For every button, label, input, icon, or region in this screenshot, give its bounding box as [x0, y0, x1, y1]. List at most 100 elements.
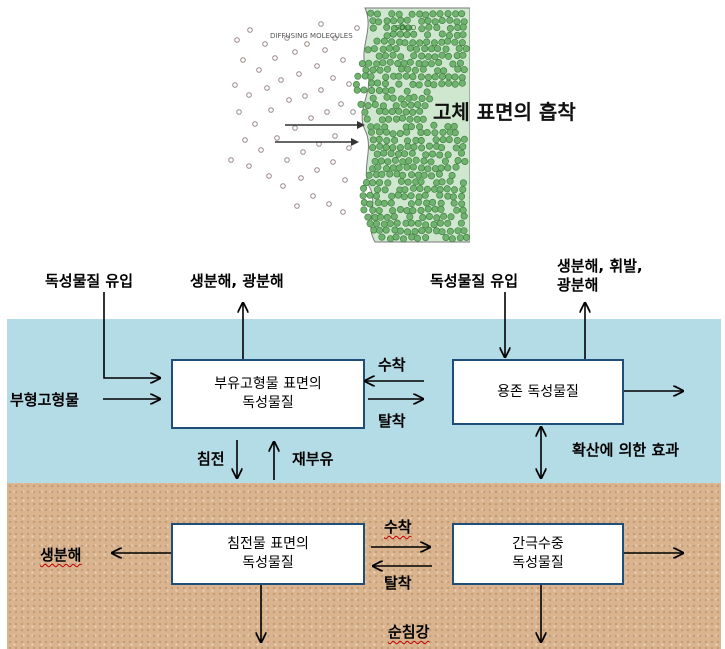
adsorbed-molecule	[421, 102, 429, 110]
adsorbed-molecule	[442, 234, 450, 242]
adsorbed-molecule	[391, 156, 399, 164]
adsorbed-molecule	[436, 151, 444, 159]
adsorbed-molecule	[406, 58, 414, 66]
adsorbed-molecule	[407, 219, 415, 227]
net-burial-label: 순침강	[388, 623, 430, 641]
adsorbed-molecule	[452, 144, 460, 152]
adsorbed-molecule	[447, 213, 455, 221]
adsorbed-molecule	[384, 65, 392, 73]
adsorbed-molecule	[377, 213, 385, 221]
adsorbed-molecule	[417, 178, 425, 186]
adsorbed-molecule	[429, 10, 437, 18]
adsorbed-molecule	[416, 39, 424, 47]
adsorbed-molecule	[364, 102, 372, 110]
adsorbed-molecule	[376, 128, 384, 136]
adsorbed-molecule	[427, 60, 435, 68]
adsorbed-molecule	[436, 191, 444, 199]
adsorbed-molecule	[430, 121, 438, 129]
adsorbed-molecule	[462, 45, 470, 53]
adsorbed-molecule	[366, 200, 374, 208]
adsorbed-molecule	[373, 37, 381, 45]
adsorbed-molecule	[423, 88, 431, 96]
adsorbed-molecule	[395, 72, 403, 80]
adsorbed-molecule	[414, 101, 422, 109]
adsorption-top-label: 수착	[378, 356, 406, 374]
adsorbed-molecule	[397, 177, 405, 185]
adsorbed-molecule	[427, 158, 435, 166]
illustration-title: 고체 표면의 흡착	[433, 100, 576, 124]
adsorbed-molecule	[411, 66, 419, 74]
adsorbed-molecule	[403, 31, 411, 39]
adsorbed-molecule	[444, 164, 452, 172]
adsorbed-molecule	[409, 108, 417, 116]
adsorbed-molecule	[451, 73, 459, 81]
adsorbed-molecule	[438, 80, 446, 88]
adsorbed-molecule	[460, 66, 468, 74]
adsorbed-molecule	[423, 129, 431, 137]
adsorbed-molecule	[404, 178, 412, 186]
diffusion-effect-label: 확산에 의한 효과	[572, 441, 680, 459]
adsorbed-molecule	[389, 130, 397, 138]
adsorbed-molecule	[415, 81, 423, 89]
adsorbed-molecule	[386, 44, 394, 52]
adsorbed-molecule	[438, 144, 446, 152]
adsorbed-molecule	[369, 94, 377, 102]
adsorbed-molecule	[421, 191, 429, 199]
adsorbed-molecule	[418, 227, 426, 235]
adsorbed-molecule	[389, 51, 397, 59]
adsorbed-molecule	[390, 17, 398, 25]
adsorbed-molecule	[381, 108, 389, 116]
suspended-solids-surface-box: 부유고형물 표면의 독성물질	[171, 359, 365, 429]
adsorbed-molecule	[403, 87, 411, 95]
adsorbed-molecule	[438, 228, 446, 236]
adsorbed-molecule	[367, 9, 375, 17]
adsorbed-molecule	[368, 128, 376, 136]
adsorbed-molecule	[376, 66, 384, 74]
adsorbed-molecule	[365, 59, 373, 67]
adsorbed-molecule	[369, 24, 377, 32]
adsorbed-molecule	[444, 151, 452, 159]
adsorbed-molecule	[378, 170, 386, 178]
adsorbed-molecule	[416, 185, 424, 193]
adsorbed-molecule	[433, 214, 441, 222]
adsorbed-molecule	[374, 79, 382, 87]
adsorbed-molecule	[460, 135, 468, 143]
adsorbed-molecule	[375, 207, 383, 215]
adsorbed-molecule	[357, 100, 365, 108]
adsorbed-molecule	[354, 72, 362, 80]
adsorbed-molecule	[371, 101, 379, 109]
adsorbed-molecule	[410, 30, 418, 38]
adsorbed-molecule	[401, 150, 409, 158]
adsorbed-molecule	[407, 200, 415, 208]
adsorbed-molecule	[453, 137, 461, 145]
adsorbed-molecule	[436, 219, 444, 227]
adsorbed-molecule	[395, 164, 403, 172]
adsorbed-molecule	[360, 206, 368, 214]
adsorbed-molecule	[382, 226, 390, 234]
adsorbed-molecule	[384, 158, 392, 166]
adsorbed-molecule	[410, 52, 418, 60]
adsorbed-molecule	[459, 51, 467, 59]
adsorbed-molecule	[382, 128, 390, 136]
adsorbed-molecule	[415, 198, 423, 206]
adsorbed-molecule	[363, 115, 371, 123]
adsorbed-molecule	[418, 25, 426, 33]
adsorbed-molecule	[383, 137, 391, 145]
adsorbed-molecule	[396, 144, 404, 152]
adsorbed-molecule	[425, 226, 433, 234]
adsorbed-molecule	[417, 137, 425, 145]
adsorbed-molecule	[400, 193, 408, 201]
adsorbed-molecule	[438, 178, 446, 186]
adsorbed-molecule	[459, 31, 467, 39]
resuspension-label: 재부유	[292, 450, 334, 468]
adsorbed-molecule	[388, 86, 396, 94]
adsorbed-molecule	[364, 213, 372, 221]
adsorbed-molecule	[455, 44, 463, 52]
adsorbed-molecule	[458, 149, 466, 157]
adsorbed-molecule	[435, 170, 443, 178]
adsorbed-molecule	[419, 65, 427, 73]
inflow-left-label: 독성물질 유입	[45, 272, 134, 290]
adsorbed-molecule	[376, 226, 384, 234]
biodeg-volatilization-label: 생분해, 휘발, 광분해	[557, 257, 643, 294]
